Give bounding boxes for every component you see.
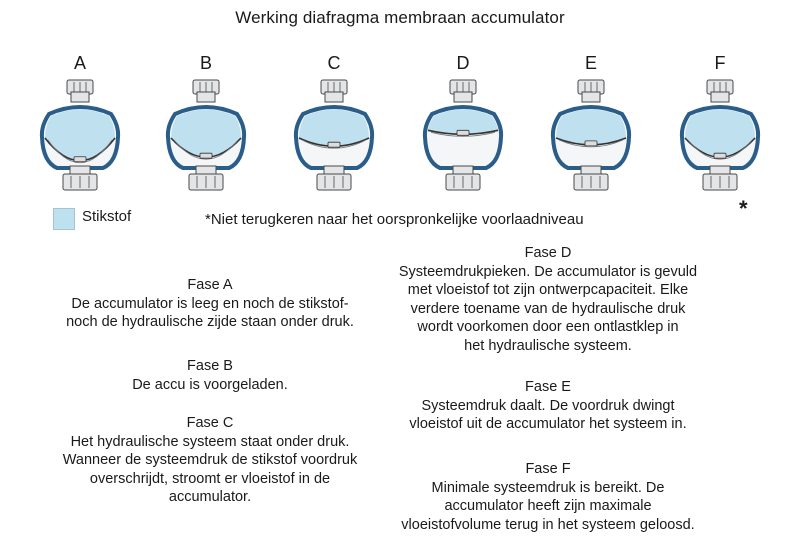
- legend-label: Stikstof: [82, 208, 132, 225]
- stage-f: F: [670, 52, 770, 198]
- footnote-marker: *: [739, 196, 748, 221]
- nitrogen-chamber: [428, 109, 498, 135]
- top-gas-valve: [192, 79, 220, 103]
- nitrogen-chamber: [171, 109, 241, 158]
- stage-label: C: [327, 53, 341, 73]
- bottom-fluid-port: [573, 165, 609, 191]
- top-gas-valve: [66, 79, 94, 103]
- stage-label: E: [584, 53, 597, 73]
- phase-text: Systeemdrukpieken. De accumulator is gev…: [398, 263, 698, 354]
- phase-title: Fase A: [187, 277, 233, 293]
- phase-e: Fase E Systeemdruk daalt. De voordruk dw…: [368, 378, 728, 434]
- phase-text: Minimale systeemdruk is bereikt. De accu…: [401, 479, 695, 533]
- accumulator-c-icon: [293, 79, 375, 191]
- top-gas-valve: [706, 79, 734, 103]
- legend-swatch: [53, 208, 75, 230]
- phase-a: Fase A De accumulator is leeg en noch de…: [30, 276, 390, 332]
- top-gas-valve: [320, 79, 348, 103]
- nitrogen-chamber: [299, 109, 369, 147]
- top-gas-valve: [449, 79, 477, 103]
- stage-label: D: [456, 53, 470, 73]
- stage-e: E: [541, 52, 641, 198]
- phase-text: Het hydraulische systeem staat onder dru…: [62, 433, 358, 506]
- nitrogen-chamber: [556, 109, 626, 145]
- phase-text: Systeemdruk daalt. De voordruk dwingt vl…: [409, 397, 687, 433]
- accumulator-a-icon: [39, 79, 121, 191]
- nitrogen-chamber: [45, 109, 115, 161]
- phase-title: Fase B: [187, 358, 233, 374]
- bottom-fluid-port: [316, 165, 352, 191]
- button-disc: [456, 129, 470, 136]
- accumulator-e-icon: [550, 79, 632, 191]
- bottom-fluid-port: [188, 165, 224, 191]
- phase-title: Fase C: [186, 415, 234, 431]
- stage-d: D: [413, 52, 513, 198]
- phase-title: Fase E: [525, 379, 571, 395]
- stage-label: F: [714, 53, 726, 73]
- stage-a: A: [30, 52, 130, 198]
- bottom-fluid-port: [62, 165, 98, 191]
- accumulator-d-icon: [422, 79, 504, 191]
- phase-d: Fase D Systeemdrukpieken. De accumulator…: [368, 244, 728, 355]
- phase-f: Fase F Minimale systeemdruk is bereikt. …: [368, 460, 728, 534]
- diagram-title: Werking diafragma membraan accumulator: [235, 8, 565, 27]
- nitrogen-chamber: [685, 109, 755, 158]
- accumulator-f-icon: [679, 79, 761, 191]
- top-gas-valve: [577, 79, 605, 103]
- phase-text: De accu is voorgeladen.: [132, 376, 288, 393]
- bottom-fluid-port: [445, 165, 481, 191]
- button-disc: [73, 156, 87, 163]
- bottom-fluid-port: [702, 165, 738, 191]
- phase-c: Fase C Het hydraulische systeem staat on…: [30, 414, 390, 507]
- button-disc: [713, 152, 727, 159]
- footnote: *Niet terugkeren naar het oorspronkelijk…: [205, 211, 584, 228]
- phase-text: De accumulator is leeg en noch de stikst…: [66, 295, 354, 331]
- phase-title: Fase F: [525, 461, 571, 477]
- phase-title: Fase D: [524, 245, 572, 261]
- button-disc: [327, 141, 341, 148]
- stage-b: B: [156, 52, 256, 198]
- button-disc: [199, 152, 213, 159]
- stage-label: B: [199, 53, 212, 73]
- phase-b: Fase B De accu is voorgeladen.: [30, 357, 390, 394]
- stage-label: A: [73, 53, 86, 73]
- accumulator-b-icon: [165, 79, 247, 191]
- button-disc: [584, 140, 598, 147]
- stage-c: C: [284, 52, 384, 198]
